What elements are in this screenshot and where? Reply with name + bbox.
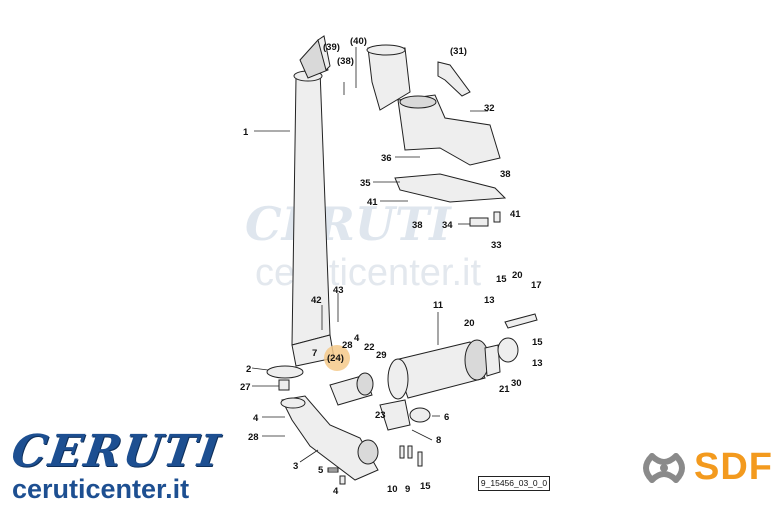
label-2: 2 xyxy=(246,364,251,375)
label-38: 38 xyxy=(412,220,423,231)
label-34: 34 xyxy=(442,220,453,231)
air-intake-elbow-part[interactable] xyxy=(366,44,501,166)
clamp-21-part[interactable] xyxy=(497,337,519,363)
muffler-part[interactable] xyxy=(387,339,501,400)
label-11: 11 xyxy=(433,300,444,311)
label-9: 9 xyxy=(405,484,410,495)
ceruti-site-text: ceruticenter.it xyxy=(12,474,190,504)
label-13: 13 xyxy=(532,358,543,369)
sdf-emblem-icon xyxy=(643,453,685,483)
clamp-6-part[interactable] xyxy=(409,407,431,423)
label-24-highlight: (24) xyxy=(327,353,344,364)
label-4: 4 xyxy=(333,486,339,497)
sleeve-27-part[interactable] xyxy=(278,379,290,391)
label-41: 41 xyxy=(367,197,378,208)
ceruti-brand-text: CERUTI xyxy=(8,426,225,477)
label-4: 4 xyxy=(253,413,259,424)
label-32: 32 xyxy=(484,103,495,114)
label-39: (39) xyxy=(323,42,340,53)
label-8: 8 xyxy=(436,435,441,446)
label-36: 36 xyxy=(381,153,392,164)
label-30: 30 xyxy=(511,378,522,389)
figure-code: 9_15456_03_0_0 xyxy=(478,476,550,491)
label-41: 41 xyxy=(510,209,521,220)
label-15: 15 xyxy=(420,481,431,492)
label-5: 5 xyxy=(318,465,324,476)
bracket-34-part[interactable] xyxy=(469,211,501,227)
label-42: 42 xyxy=(311,295,322,306)
label-33: 33 xyxy=(491,240,502,251)
heat-shield-part[interactable] xyxy=(394,173,507,203)
exhaust-elbow-part[interactable] xyxy=(280,395,379,481)
label-7: 7 xyxy=(312,348,317,359)
sdf-logo[interactable]: SDF xyxy=(638,440,778,500)
label-43: 43 xyxy=(333,285,344,296)
label-15: 15 xyxy=(532,337,543,348)
label-38: (38) xyxy=(337,56,354,67)
label-21: 21 xyxy=(499,384,510,395)
label-22: 22 xyxy=(364,342,375,353)
part-labels: (39) (40) (38) (31) 32 1 36 38 35 41 41 … xyxy=(240,36,543,497)
label-35: 35 xyxy=(360,178,371,189)
label-15: 15 xyxy=(496,274,507,285)
label-17: 17 xyxy=(531,280,542,291)
label-27: 27 xyxy=(240,382,251,393)
label-10: 10 xyxy=(387,484,398,495)
bracket-31-part[interactable] xyxy=(437,61,471,97)
label-38: 38 xyxy=(500,169,511,180)
watermark-site: ceruticenter.it xyxy=(255,252,481,294)
bracket-8-part[interactable] xyxy=(379,399,411,431)
label-20: 20 xyxy=(512,270,523,281)
pipe-7-part[interactable] xyxy=(329,372,374,406)
label-28: 28 xyxy=(248,432,259,443)
label-29: 29 xyxy=(376,350,387,361)
bracket-17-part[interactable] xyxy=(504,313,538,329)
sdf-text: SDF xyxy=(694,446,773,488)
label-6: 6 xyxy=(444,412,449,423)
gasket-2-part[interactable] xyxy=(266,365,304,379)
label-3: 3 xyxy=(293,461,298,472)
label-23: 23 xyxy=(375,410,386,421)
ceruti-logo[interactable]: CERUTI ceruticenter.it xyxy=(8,426,232,504)
highlight-circle xyxy=(324,345,350,371)
label-40: (40) xyxy=(350,36,367,47)
leader-lines xyxy=(251,47,488,471)
watermark-brand: CERUTI xyxy=(245,197,452,251)
exhaust-stack-part[interactable] xyxy=(291,35,335,367)
label-28: 28 xyxy=(342,340,353,351)
label-4: 4 xyxy=(354,333,360,344)
label-31: (31) xyxy=(450,46,467,57)
label-13: 13 xyxy=(484,295,495,306)
label-1: 1 xyxy=(243,127,249,138)
label-20: 20 xyxy=(464,318,475,329)
